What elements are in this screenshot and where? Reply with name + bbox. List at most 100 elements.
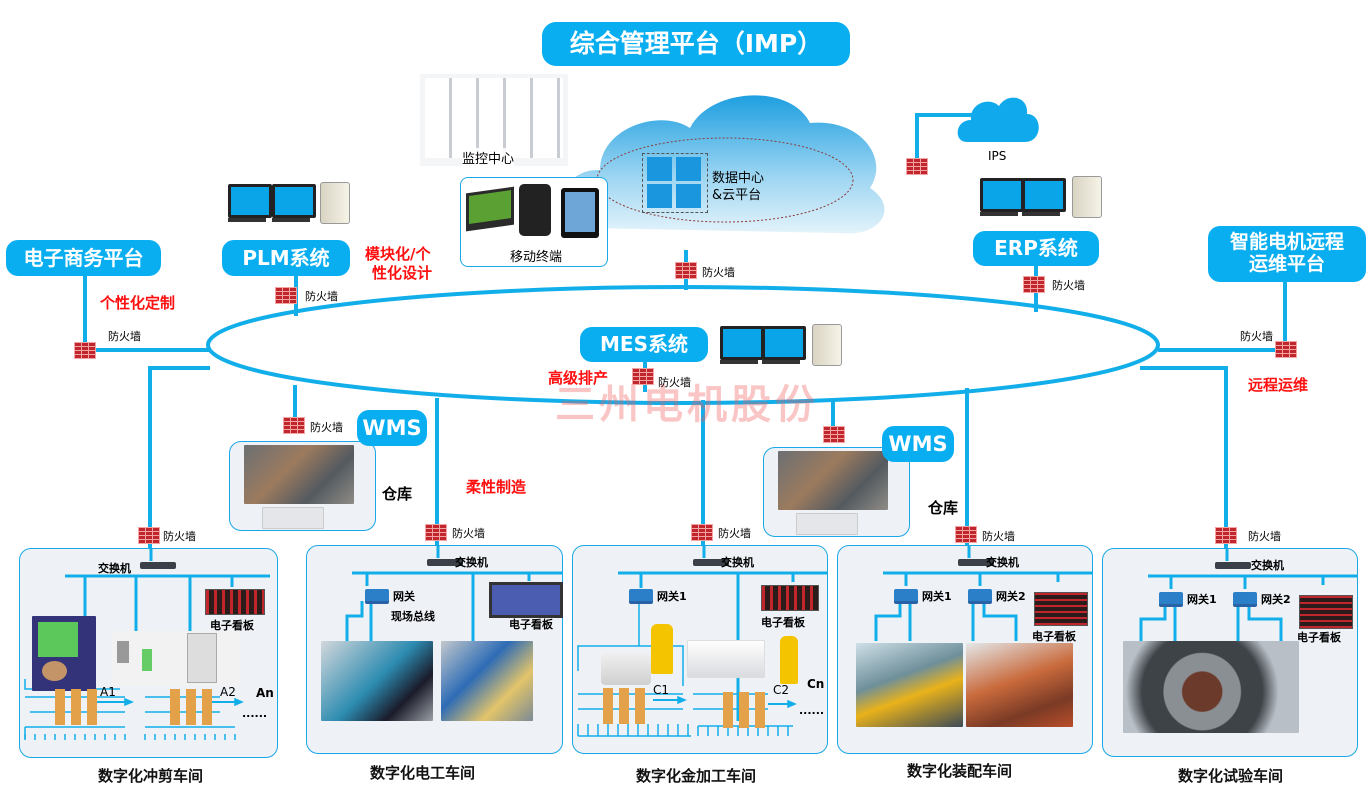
firewall-label: 防火墙 xyxy=(1052,279,1085,292)
workshop-assembly[interactable]: 交换机 网关1 网关2 电子看板 xyxy=(837,545,1093,754)
workshop-testing[interactable]: 交换机 网关1 网关2 电子看板 xyxy=(1102,548,1358,757)
workshop-title: 数字化电工车间 xyxy=(370,764,476,782)
warehouse-label-2: 仓库 xyxy=(928,499,959,517)
agv-icon xyxy=(796,513,858,535)
test-motor-photo xyxy=(1123,641,1299,733)
gateway-icon xyxy=(1233,592,1257,607)
remote-ops-platform[interactable]: 智能电机远程 运维平台 xyxy=(1208,226,1366,282)
ecommerce-platform[interactable]: 电子商务平台 xyxy=(6,240,161,276)
link-shop1 xyxy=(148,366,210,550)
datacenter-label-1: 数据中心 xyxy=(712,171,765,186)
switch-icon xyxy=(140,562,176,569)
ips-cloud-icon xyxy=(957,97,1039,142)
plm-system[interactable]: PLM系统 xyxy=(222,240,350,276)
firewall-label: 防火墙 xyxy=(108,330,141,343)
firewall-icon xyxy=(275,287,297,304)
firewall-label: 防火墙 xyxy=(718,527,751,540)
firewall-label: 防火墙 xyxy=(310,421,343,434)
warehouse-photo xyxy=(244,445,354,504)
tablet-icon xyxy=(561,188,599,238)
line-label: An xyxy=(256,686,274,700)
firewall-label: 防火墙 xyxy=(452,527,485,540)
kanban-screen-icon xyxy=(489,582,563,618)
annotation-remote-ops: 远程运维 xyxy=(1248,376,1309,394)
robot-arm-icon xyxy=(651,624,673,674)
agv-icon xyxy=(262,507,324,529)
warehouse-label-1: 仓库 xyxy=(382,485,413,503)
firewall-icon xyxy=(906,158,928,175)
more-ellipsis: ...... xyxy=(242,707,268,720)
remote-ops-line2: 运维平台 xyxy=(1248,253,1325,275)
material-rack-icon xyxy=(55,689,103,725)
workshop-stamping[interactable]: 交换机 电子看板 A1 A2 An ...... xyxy=(19,548,278,758)
robot-arm-icon xyxy=(780,636,798,684)
wms-system-1[interactable]: WMS xyxy=(357,410,427,446)
annotation-modular-2: 性化设计 xyxy=(372,264,433,282)
annotation-scheduling: 高级排产 xyxy=(548,369,609,387)
firewall-label: 防火墙 xyxy=(1248,530,1281,543)
annotation-custom: 个性化定制 xyxy=(100,294,176,312)
vpi-tank-image xyxy=(441,641,533,721)
monitor-center-label: 监控中心 xyxy=(462,148,515,167)
switch-label: 交换机 xyxy=(1251,559,1284,572)
warehouse-2-box xyxy=(763,447,910,537)
gateway-icon xyxy=(894,589,918,604)
annotation-modular-1: 模块化/个 xyxy=(365,245,431,263)
gateway-label: 网关1 xyxy=(1187,593,1217,606)
workshop-title: 数字化冲剪车间 xyxy=(98,767,204,785)
firewall-icon xyxy=(283,417,305,434)
laptop-icon xyxy=(466,186,514,232)
datacenter-label-2: &云平台 xyxy=(712,188,762,203)
plm-workstations-icon xyxy=(228,182,358,227)
material-rack-icon xyxy=(603,688,651,724)
workshop-machining[interactable]: 交换机 网关1 电子看板 C1 C2 Cn ...... xyxy=(572,545,828,754)
mes-system[interactable]: MES系统 xyxy=(580,327,708,362)
firewall-icon xyxy=(823,426,845,443)
line-label: C1 xyxy=(653,683,670,697)
firewall-icon xyxy=(1215,527,1237,544)
gateway-label: 网关2 xyxy=(1261,593,1291,606)
switch-icon xyxy=(1215,562,1251,569)
stamping-line-image xyxy=(112,631,240,686)
firewall-label: 防火墙 xyxy=(982,530,1015,543)
mobile-terminal-box xyxy=(460,177,608,267)
erp-workstations-icon xyxy=(980,176,1110,221)
annotation-flexible: 柔性制造 xyxy=(466,478,527,496)
material-rack-icon xyxy=(170,689,218,725)
switch-icon xyxy=(427,559,463,566)
switch-icon xyxy=(693,559,729,566)
gateway-label: 网关2 xyxy=(996,590,1026,603)
assembly-line-photo xyxy=(856,643,963,727)
kanban-label: 电子看板 xyxy=(1032,630,1076,643)
firewall-label: 防火墙 xyxy=(305,290,338,303)
firewall-icon xyxy=(632,368,654,385)
workshop-title: 数字化金加工车间 xyxy=(636,767,757,785)
gateway-icon xyxy=(1159,592,1183,607)
server-rack-icon xyxy=(642,153,708,213)
link-shop5 xyxy=(1140,366,1228,550)
firewall-icon xyxy=(425,524,447,541)
mes-ring xyxy=(206,285,1160,405)
firewall-label: 防火墙 xyxy=(658,376,691,389)
switch-label: 交换机 xyxy=(98,562,131,575)
phone-icon xyxy=(519,184,551,236)
wms-system-2[interactable]: WMS xyxy=(882,426,954,462)
monitor-center-image xyxy=(420,74,568,166)
gateway-icon xyxy=(629,589,653,604)
firewall-icon xyxy=(955,526,977,543)
workshop-title: 数字化装配车间 xyxy=(907,762,1013,780)
erp-system[interactable]: ERP系统 xyxy=(973,231,1099,266)
firewall-label: 防火墙 xyxy=(1240,330,1273,343)
workshop-electrical[interactable]: 交换机 网关 现场总线 电子看板 xyxy=(306,545,563,754)
machining-center-image xyxy=(687,640,765,678)
line-label: C2 xyxy=(773,683,790,697)
line-label: A2 xyxy=(220,685,236,699)
cnc-lathe-image xyxy=(601,653,651,685)
workshop-title: 数字化试验车间 xyxy=(1178,767,1284,785)
line-label: Cn xyxy=(807,677,825,691)
more-ellipsis: ...... xyxy=(799,704,825,717)
imp-title: 综合管理平台（IMP） xyxy=(542,22,850,66)
link-ips xyxy=(915,113,980,175)
ips-label: IPS xyxy=(988,149,1007,163)
warehouse-photo xyxy=(778,451,888,510)
